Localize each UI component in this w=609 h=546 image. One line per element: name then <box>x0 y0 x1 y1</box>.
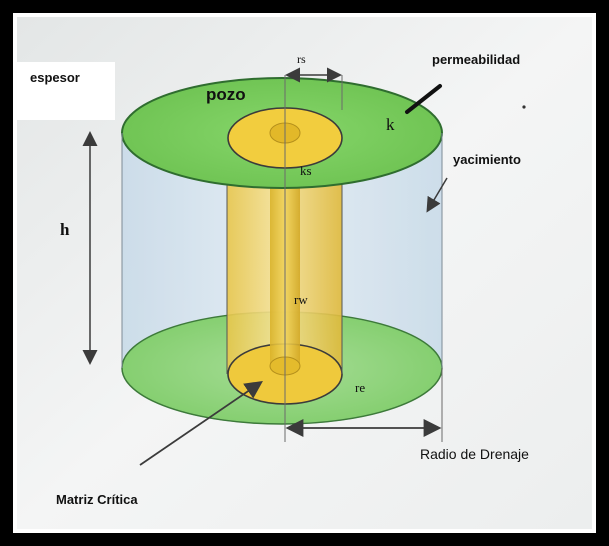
label-k: k <box>386 115 395 134</box>
matriz-pointer-icon <box>139 380 263 466</box>
label-rs: rs <box>297 52 306 66</box>
label-rw: rw <box>294 292 308 307</box>
label-ks: ks <box>300 163 312 178</box>
label-re: re <box>355 380 366 395</box>
label-radio-de-drenaje: Radio de Drenaje <box>420 446 529 462</box>
label-espesor: espesor <box>30 70 80 85</box>
permeabilidad-pointer-icon <box>405 84 442 114</box>
yacimiento-pointer-icon <box>426 177 448 213</box>
label-h: h <box>60 220 70 239</box>
white-label-patch <box>17 62 115 120</box>
label-yacimiento: yacimiento <box>453 152 521 167</box>
label-matriz-critica: Matriz Crítica <box>56 492 138 507</box>
label-pozo: pozo <box>206 85 246 104</box>
decorative-dot <box>522 105 526 109</box>
label-permeabilidad: permeabilidad <box>432 52 521 67</box>
